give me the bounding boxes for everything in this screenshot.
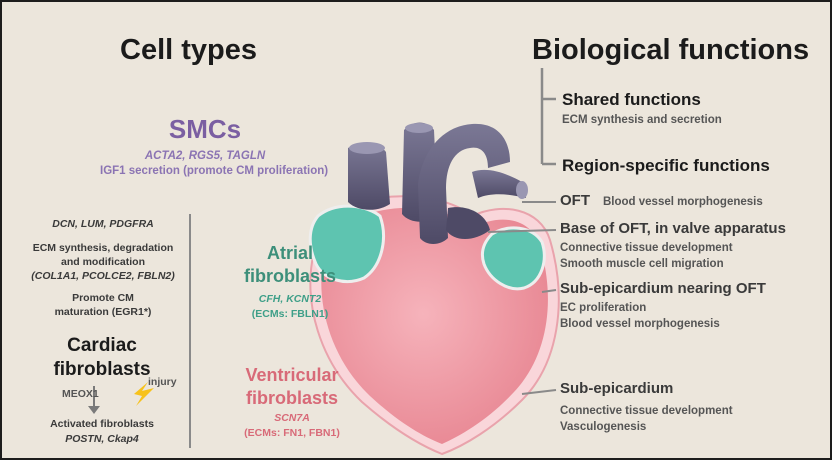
atrial-fibroblasts-title: Atrial fibroblasts <box>240 242 340 288</box>
ventricular-title-line2: fibroblasts <box>232 387 352 410</box>
biological-functions-heading: Biological functions <box>532 34 809 67</box>
cf-promote-line1: Promote CM <box>22 292 184 304</box>
cell-types-heading: Cell types <box>120 34 257 67</box>
vessel-top-1 <box>349 142 385 154</box>
ventricular-ecms: (ECMs: FN1, FBN1) <box>224 427 360 439</box>
ventricular-title-line1: Ventricular <box>232 364 352 387</box>
ventricular-fibroblasts-title: Ventricular fibroblasts <box>232 364 352 410</box>
atrial-title-line2: fibroblasts <box>240 265 340 288</box>
oft-desc: Blood vessel morphogenesis <box>603 196 763 208</box>
base-oft-title: Base of OFT, in valve apparatus <box>560 220 786 237</box>
injury-label: injury <box>148 376 177 388</box>
vessel-top-2 <box>405 123 433 133</box>
sub-epicardium-title: Sub-epicardium <box>560 380 673 397</box>
cardiac-fibroblasts-title: Cardiac fibroblasts <box>24 334 180 382</box>
sub-epicardium-desc2: Vasculogenesis <box>560 421 646 433</box>
atrial-title-line1: Atrial <box>240 242 340 265</box>
cf-ecm-line2: and modification <box>22 256 184 268</box>
activated-fibroblasts-label: Activated fibroblasts <box>24 418 180 430</box>
sub-epicardium-oft-desc1: EC proliferation <box>560 302 646 314</box>
region-specific-title: Region-specific functions <box>562 156 770 176</box>
aorta-branch-end <box>516 181 528 199</box>
oft-title: OFT <box>560 192 590 209</box>
cf-title-line1: Cardiac <box>24 334 180 358</box>
sub-epicardium-desc1: Connective tissue development <box>560 405 733 417</box>
cf-ecm-line1: ECM synthesis, degradation <box>22 242 184 254</box>
arrow-down-icon <box>88 406 100 414</box>
atrial-ecms: (ECMs: FBLN1) <box>228 308 352 320</box>
sub-epicardium-oft-desc2: Blood vessel morphogenesis <box>560 318 720 330</box>
shared-functions-title: Shared functions <box>562 90 701 110</box>
sub-epicardium-oft-title: Sub-epicardium nearing OFT <box>560 280 766 297</box>
ventricular-genes: SCN7A <box>232 412 352 424</box>
atrial-genes: CFH, KCNT2 <box>228 293 352 305</box>
smcs-function: IGF1 secretion (promote CM proliferation… <box>100 165 310 177</box>
base-oft-desc1: Connective tissue development <box>560 242 733 254</box>
cf-ecm-genes: (COL1A1, PCOLCE2, FBLN2) <box>22 270 184 282</box>
smcs-title: SMCs <box>130 114 280 145</box>
meox1-label: MEOX1 <box>62 388 99 400</box>
smcs-genes: ACTA2, RGS5, TAGLN <box>120 150 290 162</box>
shared-functions-desc: ECM synthesis and secretion <box>562 114 722 126</box>
cf-genes: DCN, LUM, PDGFRA <box>30 218 176 230</box>
activated-fibroblasts-genes: POSTN, Ckap4 <box>24 433 180 445</box>
cf-promote-line2: maturation (EGR1*) <box>22 306 184 318</box>
base-oft-desc2: Smooth muscle cell migration <box>560 258 724 270</box>
